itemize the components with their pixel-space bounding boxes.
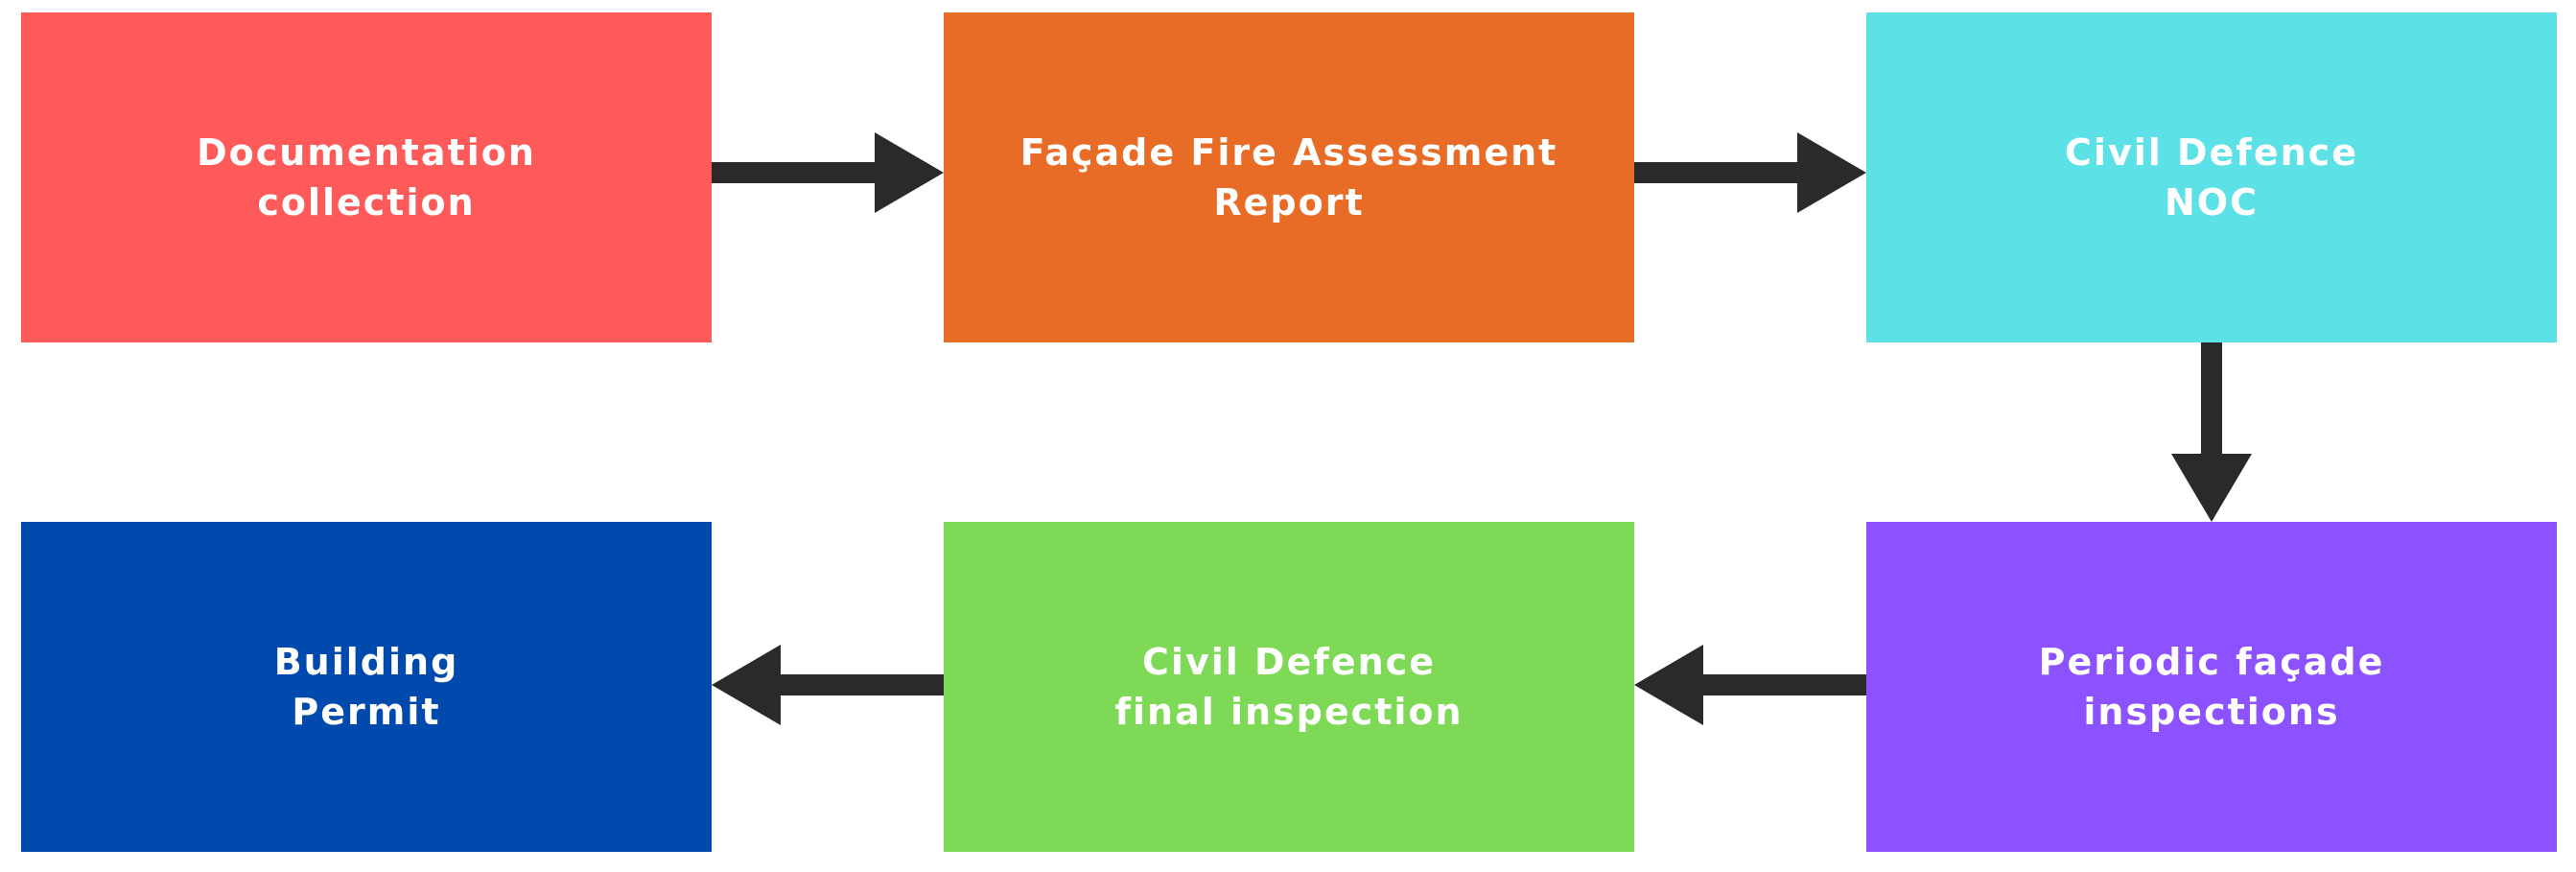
step-label-line: Building [273,641,459,683]
step-label-line: Permit [292,691,441,733]
step-label: Civil Defence final inspection [1114,637,1463,737]
step-label-line: Report [1213,181,1365,224]
step-civil-defence-noc: Civil Defence NOC [1866,12,2557,342]
step-label-line: Civil Defence [2065,131,2358,174]
step-label-line: Façade Fire Assessment [1019,131,1558,174]
step-periodic-facade-inspections: Periodic façade inspections [1866,522,2557,852]
step-label: Façade Fire Assessment Report [1020,128,1558,227]
arrow-right-icon [1634,132,1866,213]
arrow-right-icon [712,132,944,213]
arrow-down-icon [2171,342,2252,522]
step-facade-fire-assessment-report: Façade Fire Assessment Report [944,12,1634,342]
step-label-line: final inspection [1114,691,1464,733]
step-building-permit: Building Permit [21,522,712,852]
step-label-line: NOC [2165,181,2259,224]
step-label: Periodic façade inspections [2039,637,2385,737]
step-civil-defence-final-inspection: Civil Defence final inspection [944,522,1634,852]
step-label: Civil Defence NOC [2065,128,2358,227]
step-label: Building Permit [274,637,459,737]
step-label-line: Documentation [197,131,536,174]
step-label-line: collection [257,181,476,224]
step-label: Documentation collection [197,128,536,227]
step-documentation-collection: Documentation collection [21,12,712,342]
step-label-line: Periodic façade [2038,641,2385,683]
step-label-line: inspections [2083,691,2340,733]
arrow-left-icon [712,645,944,725]
arrow-left-icon [1634,645,1866,725]
step-label-line: Civil Defence [1142,641,1436,683]
